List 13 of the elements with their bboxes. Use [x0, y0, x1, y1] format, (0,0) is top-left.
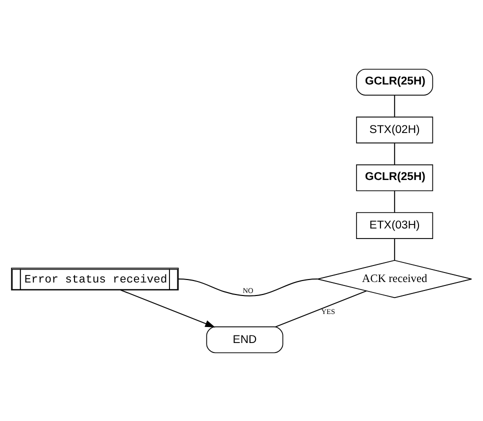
node-diamond: ACK received — [317, 260, 472, 298]
connector — [394, 238, 396, 260]
node-box: ETX(03H) — [356, 212, 434, 238]
node-box: END — [206, 326, 284, 353]
arrow — [120, 289, 216, 327]
node-box: GCLR(25H) — [356, 68, 434, 96]
connector — [394, 94, 396, 117]
connector — [394, 190, 396, 212]
connector — [394, 142, 396, 165]
connector — [275, 290, 367, 327]
node-box: GCLR(25H) — [356, 164, 434, 191]
connector — [178, 278, 318, 296]
node-box: STX(02H) — [356, 116, 434, 143]
